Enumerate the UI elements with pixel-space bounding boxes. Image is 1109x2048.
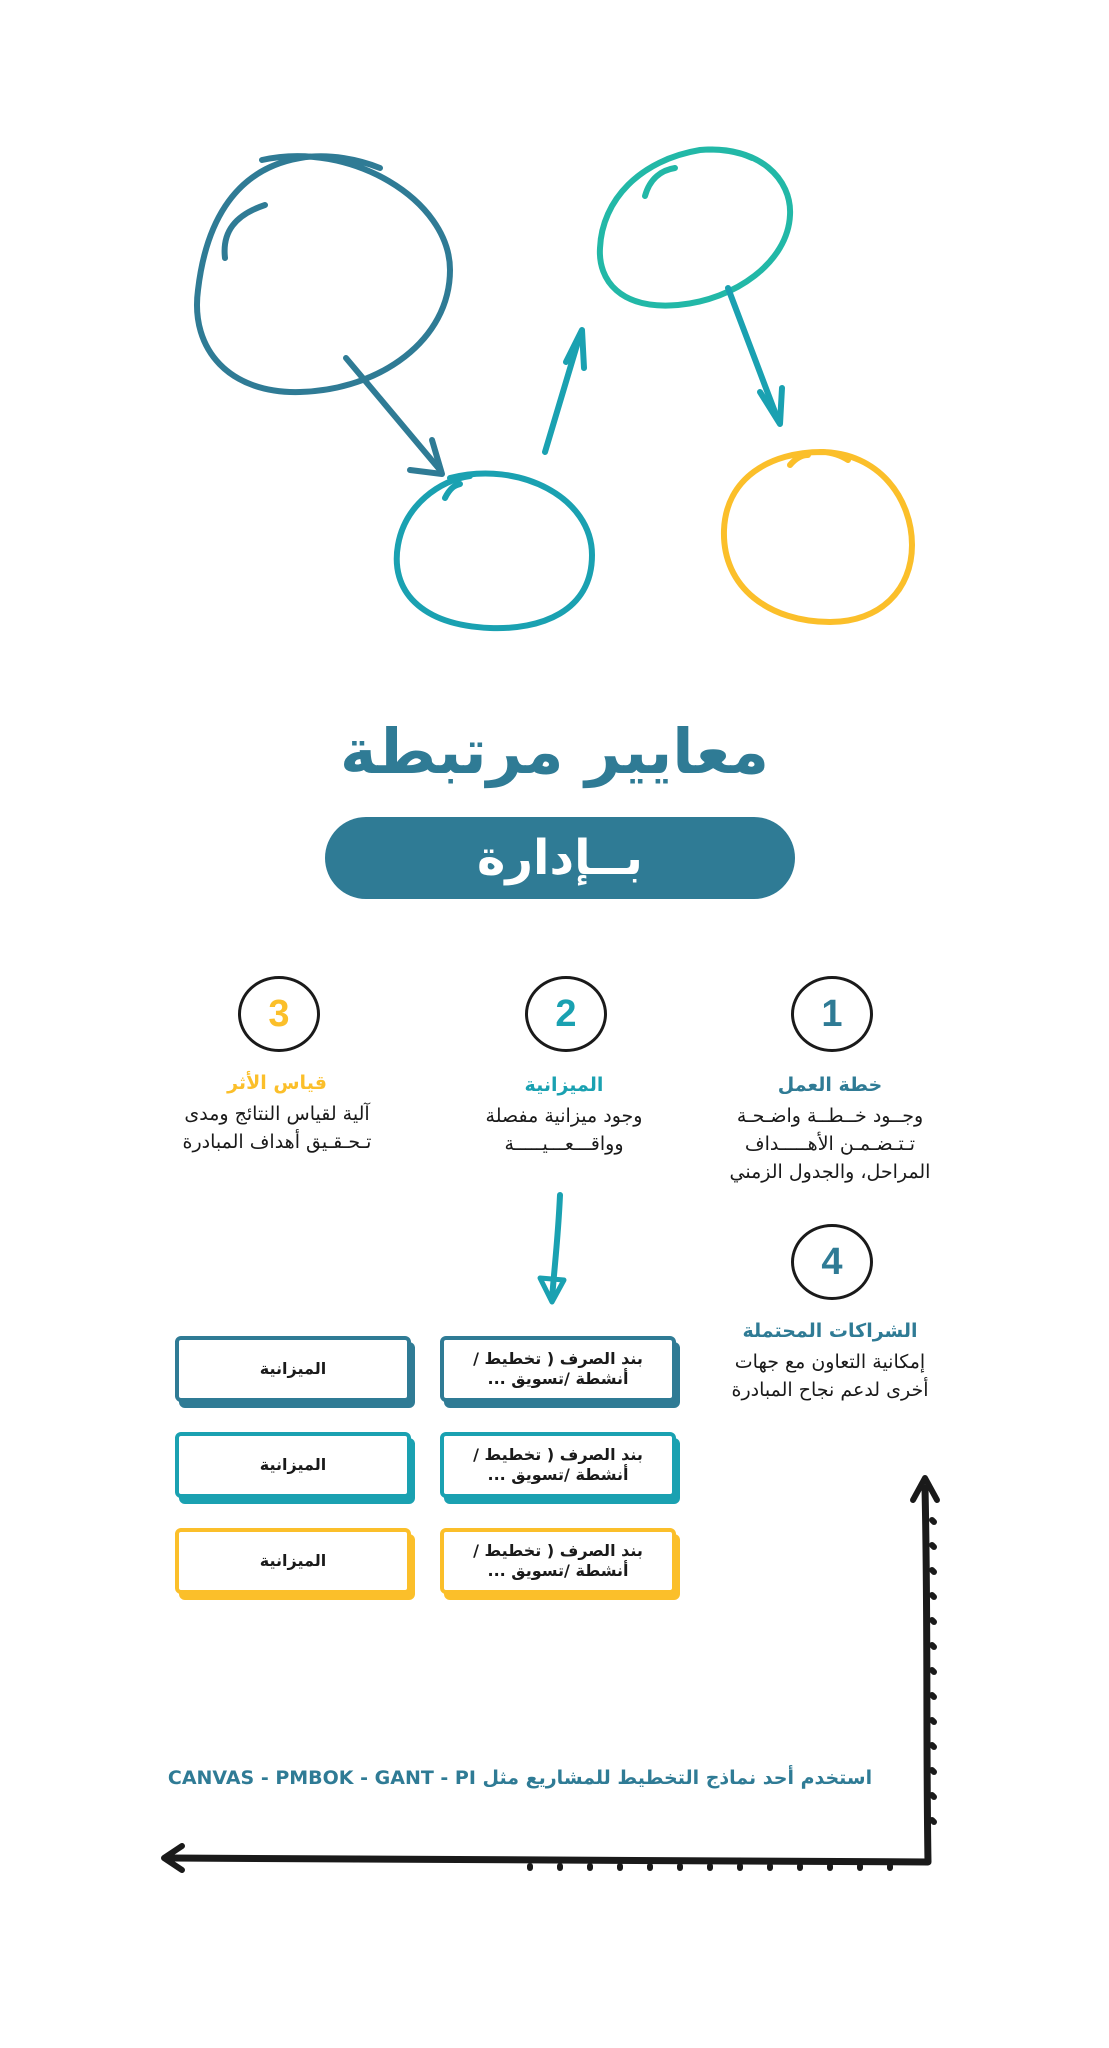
criterion-number-4: 4: [791, 1224, 873, 1300]
sketch-circle-dark-teal: [194, 153, 453, 396]
criterion-desc-3: آلية لقياس النتائج ومدى تـحـقـيق أهداف ا…: [182, 1103, 372, 1153]
criterion-title-1: خطة العمل: [777, 1074, 883, 1096]
page-title: معايير مرتبطة: [340, 715, 769, 788]
arrow-teal: [542, 332, 583, 455]
criterion-title-3: قياس الأثر: [227, 1072, 327, 1094]
criterion-desc-4: إمكانية التعاون مع جهات أخرى لدعم نجاح ا…: [731, 1351, 929, 1401]
sketch-circle-yellow: [720, 449, 915, 625]
criterion-desc-1: وجــود خــطــة واضـحـة تـتـضـمـن الأهـــ…: [729, 1105, 931, 1183]
criterion-title-4: الشراكات المحتملة: [742, 1320, 918, 1342]
ruler-arrow: [166, 1484, 932, 1866]
criterion-desc-2: وجود ميزانية مفصلة وواقـــعـــيـــــة: [485, 1105, 643, 1155]
budget-item-box: بند الصرف ( تخطيط / أنشطة /تسويق ...: [440, 1336, 676, 1402]
arrow-down-to-budget: [549, 1192, 563, 1303]
criterion-number-1: 1: [791, 976, 873, 1052]
subtitle-pill: بــإدارة الــمـشـــروع: [325, 817, 795, 968]
arrow-dark-teal: [343, 355, 443, 473]
budget-item-box: بند الصرف ( تخطيط / أنشطة /تسويق ...: [440, 1528, 676, 1594]
criterion-number-3: 3: [238, 976, 320, 1052]
criterion-title-2: الميزانية: [524, 1074, 604, 1096]
arrow-mint: [725, 285, 781, 423]
sketch-circle-mint: [596, 146, 794, 309]
budget-item-box: بند الصرف ( تخطيط / أنشطة /تسويق ...: [440, 1432, 676, 1498]
planning-models-note: استخدم أحد نماذج التخطيط للمشاريع مثل CA…: [167, 1767, 873, 1789]
sketch-circle-teal: [393, 470, 595, 632]
criterion-number-2: 2: [525, 976, 607, 1052]
budget-amount-box: الميزانية: [175, 1336, 411, 1402]
budget-amount-box: الميزانية: [175, 1528, 411, 1594]
budget-amount-box: الميزانية: [175, 1432, 411, 1498]
